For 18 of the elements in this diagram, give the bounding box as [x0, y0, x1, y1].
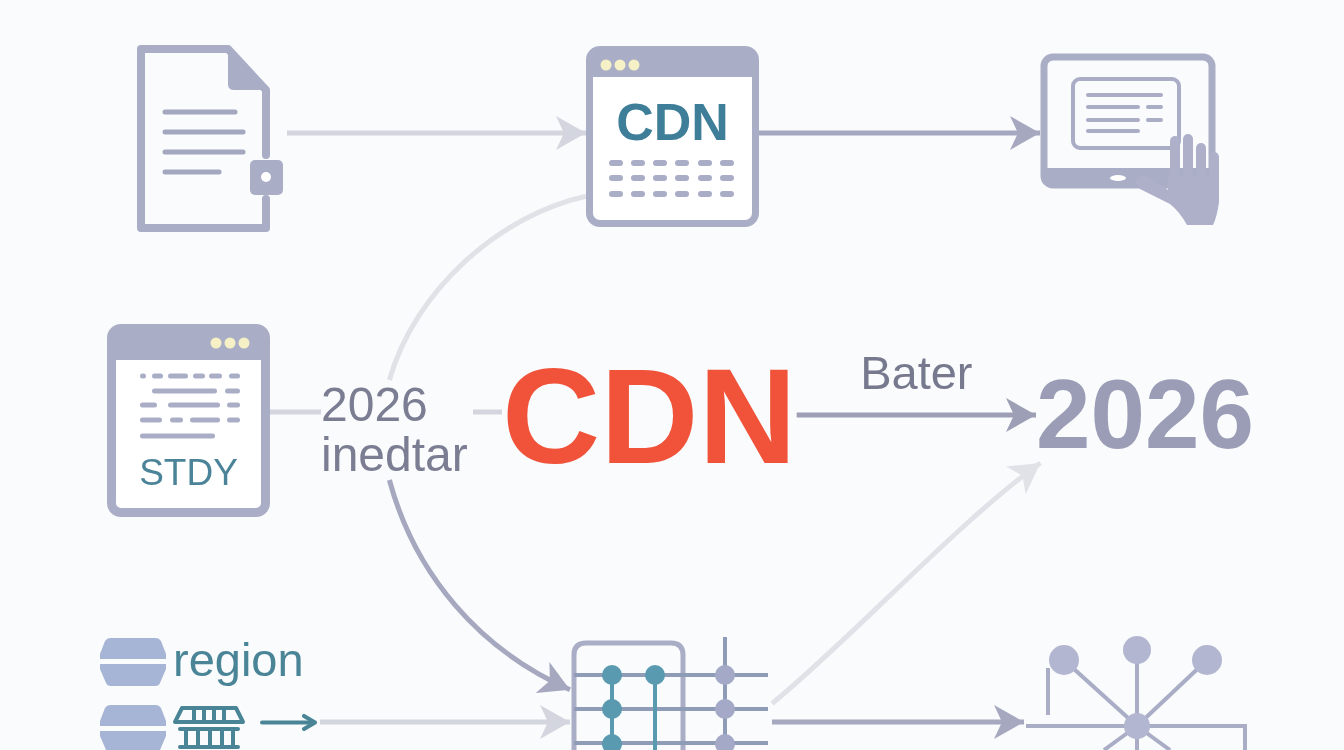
arrow: [387, 479, 572, 692]
arrow: [772, 705, 1024, 739]
arrow: [796, 398, 1036, 432]
window-heading: CDN: [616, 96, 729, 148]
browser-window: [586, 46, 759, 227]
connector-line: [387, 193, 587, 381]
connector-line: [473, 409, 502, 415]
window-heading: STDY: [139, 454, 238, 491]
edge-label: Bater: [860, 349, 973, 396]
arrow: [770, 461, 1042, 706]
caption-text: 2026 inedtar: [321, 380, 469, 480]
browser-window: [107, 324, 270, 517]
number-heading: 2026: [1036, 365, 1254, 463]
connector-line: [270, 409, 321, 415]
arrow: [287, 116, 586, 150]
arrow: [320, 705, 570, 739]
headline-text: CDN: [502, 348, 797, 484]
arrow: [759, 116, 1040, 150]
